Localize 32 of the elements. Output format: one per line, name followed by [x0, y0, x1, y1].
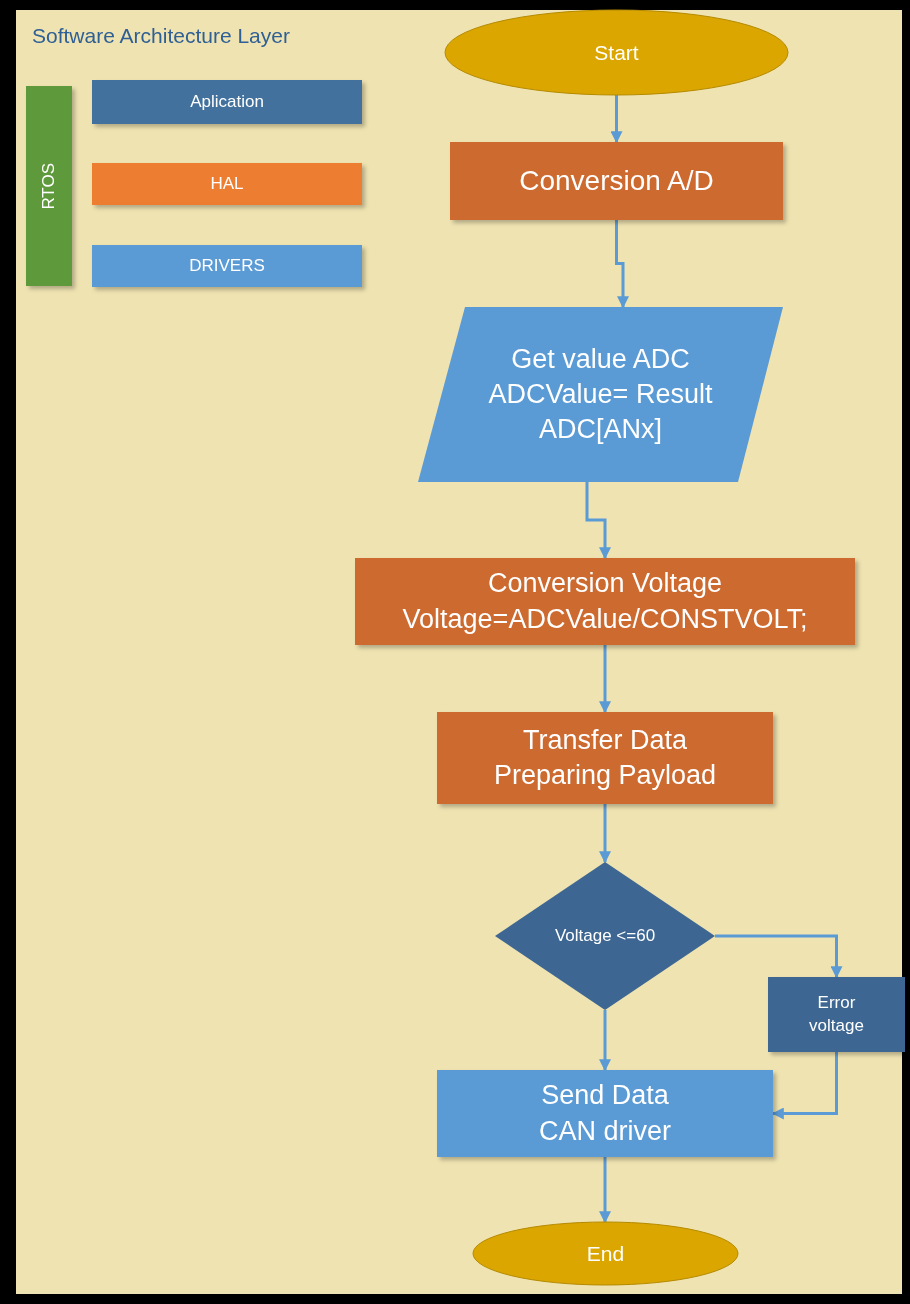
node-text: Get value ADC ADCValue= Result ADC[ANx] [487, 342, 714, 447]
process-box [437, 712, 773, 804]
process-box [355, 558, 855, 645]
node-text: Start [594, 39, 639, 66]
arrow [599, 1010, 611, 1072]
arrow [599, 804, 611, 864]
arrow [610, 95, 623, 144]
node-text: Conversion Voltage [487, 567, 723, 601]
legend-text: HAL [210, 174, 244, 194]
arrow [599, 1157, 611, 1224]
process-box [768, 977, 905, 1052]
node-text: End [586, 1240, 625, 1267]
process-box [437, 1070, 773, 1157]
decision-diamond [495, 862, 715, 1010]
legend-text: RTOS [39, 162, 59, 210]
terminal-ellipse [473, 1222, 738, 1285]
node-text: Send Data CAN driver [538, 1079, 672, 1148]
node-text: Voltage=ADCValue/CONSTVOLT; [402, 602, 808, 636]
arrow [715, 934, 843, 979]
terminal-ellipse [445, 10, 788, 95]
node-text: Conversion A/D [519, 163, 714, 198]
process-box [450, 142, 783, 220]
node-text: Voltage <=60 [554, 924, 656, 947]
diagram-title: Software Architecture Layer [32, 24, 290, 48]
node-text: Error voltage [808, 992, 865, 1037]
arrow [615, 220, 629, 309]
data-parallelogram [418, 307, 783, 482]
arrow [599, 645, 611, 714]
legend-text: Aplication [190, 92, 264, 112]
arrow [585, 482, 611, 560]
node-text: Transfer Data Preparing Payload [492, 723, 718, 792]
legend-text: DRIVERS [189, 256, 265, 276]
